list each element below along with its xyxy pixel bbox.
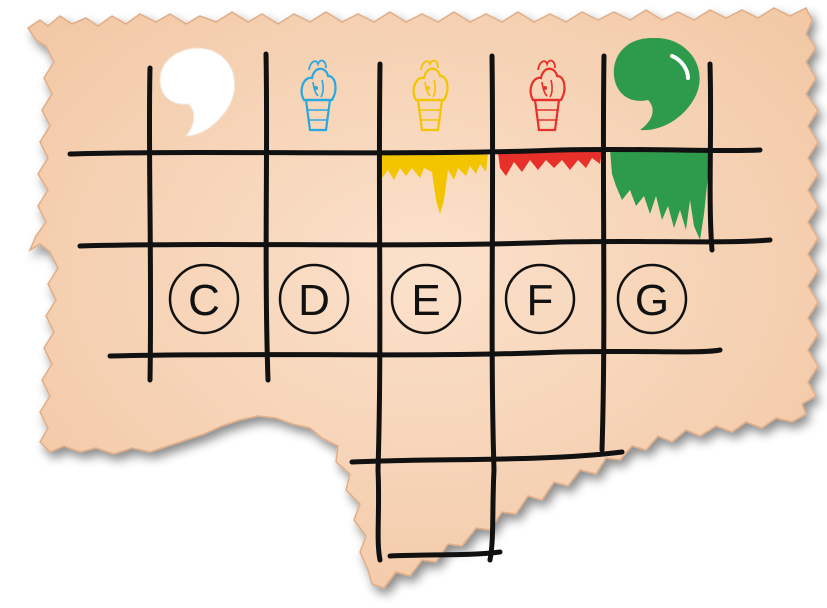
note-letter-E: E — [411, 276, 440, 325]
note-letter-C: C — [188, 276, 220, 325]
note-letter-G: G — [635, 276, 669, 325]
note-letter-D: D — [298, 276, 330, 325]
note-letter-F: F — [527, 276, 554, 325]
